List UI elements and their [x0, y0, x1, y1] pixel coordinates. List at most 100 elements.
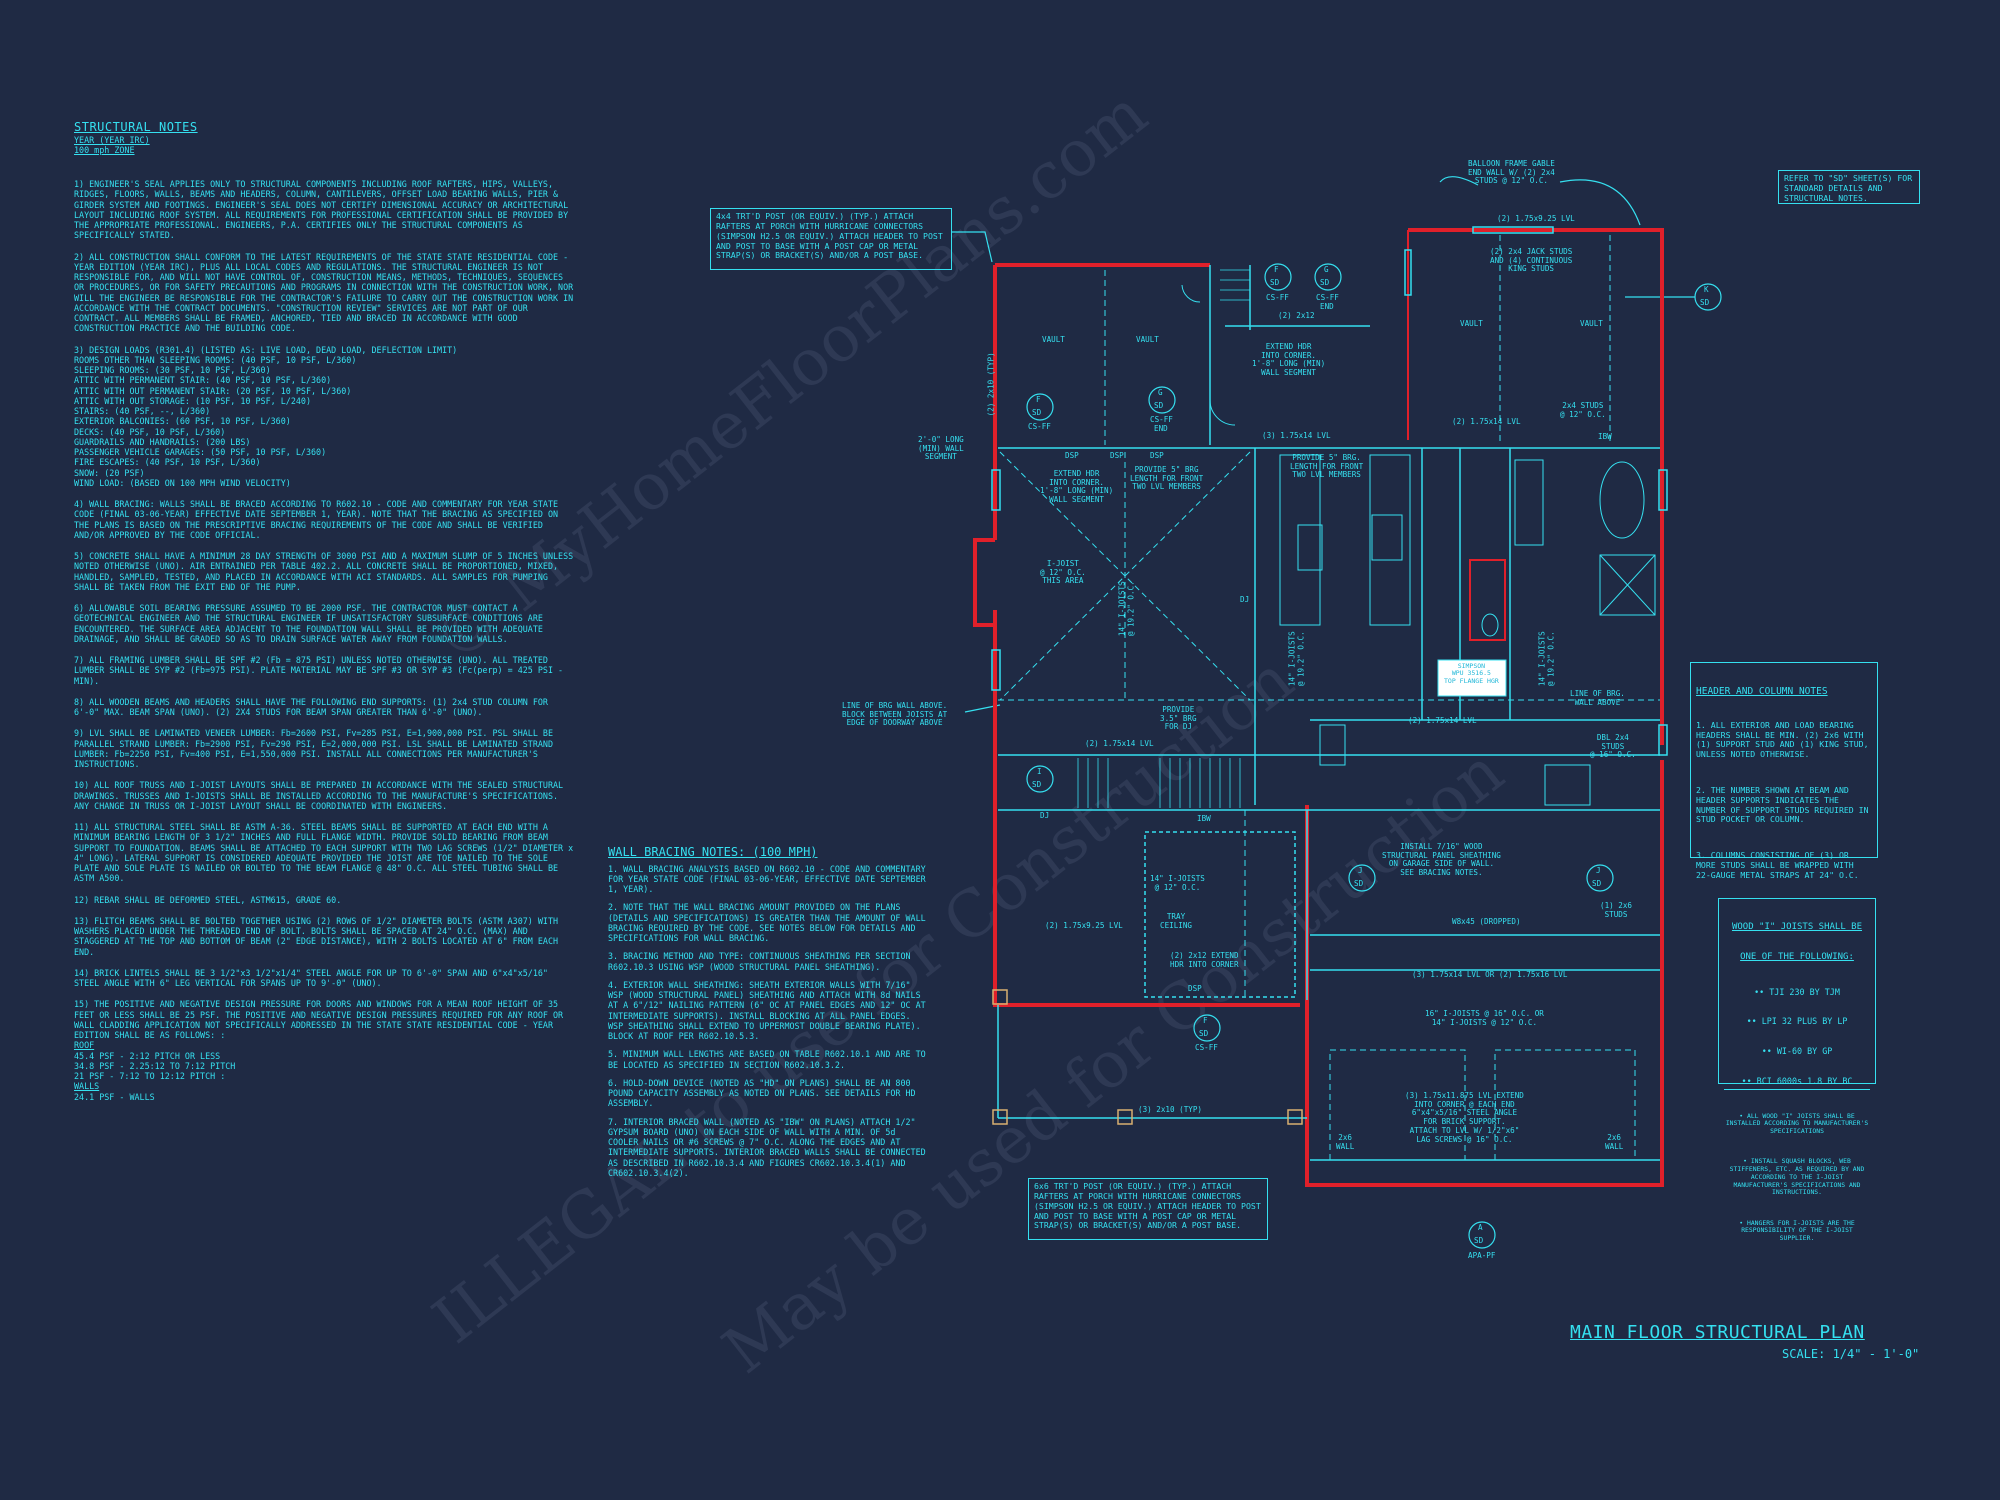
dj-label-2: DJ — [1240, 595, 1250, 604]
lvl-3-or-2-label: (3) 1.75x14 LVL OR (2) 1.75x16 LVL — [1412, 970, 1568, 979]
ijoist-option-3: •• WI-60 BY GP — [1761, 1046, 1833, 1057]
header-column-title: HEADER AND COLUMN NOTES — [1696, 685, 1828, 697]
tag-f-bottom-csff: CS-FF — [1195, 1043, 1218, 1052]
note-1: 1) ENGINEER'S SEAL APPLIES ONLY TO STRUC… — [74, 179, 574, 241]
ijoist-vert-label-3: 14" I-JOISTS @ 19.2" O.C. — [1537, 631, 1556, 687]
studs-2x6-label: (1) 2x6 STUDS — [1600, 901, 1633, 919]
studs-12-label: 2x4 STUDS @ 12" O.C. — [1560, 401, 1606, 419]
vault-label-4: VAULT — [1580, 319, 1603, 328]
tag-f-left-csff: CS-FF — [1028, 422, 1051, 431]
note-9: 9) LVL SHALL BE LAMINATED VENEER LUMBER:… — [74, 728, 559, 770]
kitchen-island — [1369, 454, 1411, 626]
w8x45-label: W8x45 (DROPPED) — [1452, 917, 1521, 926]
exterior-wall-right-upper — [1408, 228, 1664, 745]
door-swing-2 — [1181, 284, 1201, 303]
ijoists-12-label: 14" I-JOISTS @ 12" O.C. — [1150, 874, 1205, 892]
balloon-frame-label: BALLOON FRAME GABLE END WALL W/ (2) 2x4 … — [1468, 159, 1555, 186]
ijoist-option-4: •• BCI 6000s 1.8 BY BC — [1724, 1076, 1870, 1091]
ibw-label-1: IBW — [1598, 432, 1612, 441]
tag-g-mid — [1148, 386, 1176, 414]
drawing-scale: SCALE: 1/4" - 1'-0" — [1782, 1347, 1920, 1361]
door-swing-1 — [1209, 399, 1236, 426]
leader-porch-post — [952, 231, 993, 263]
vault-label-3: VAULT — [1460, 319, 1483, 328]
note-11: 11) ALL STRUCTURAL STEEL SHALL BE ASTM A… — [74, 822, 579, 884]
note-13: 13) FLITCH BEAMS SHALL BE BOLTED TOGETHE… — [74, 915, 564, 957]
tag-f-left-letter: F — [1036, 395, 1041, 404]
tag-g-mid-letter: G — [1158, 388, 1163, 397]
counter-left — [1279, 454, 1321, 626]
tag-g-mid-end: END — [1154, 424, 1168, 433]
lvl-925-lower-label: (2) 1.75x9.25 LVL — [1045, 921, 1123, 930]
fireplace-bump — [973, 538, 995, 627]
lvl-11875-label: (3) 1.75x11.875 LVL EXTEND INTO CORNER @… — [1405, 1091, 1524, 1144]
header-column-3: 3. COLUMNS CONSISTING OF (3) OR MORE STU… — [1696, 849, 1859, 880]
dsp-label-1: DSP — [1065, 451, 1079, 460]
lvl-925-label: (2) 1.75x9.25 LVL — [1497, 214, 1575, 223]
note-8: 8) ALL WOODEN BEAMS AND HEADERS SHALL HA… — [74, 696, 554, 718]
tag-f-bottom-letter: F — [1203, 1016, 1208, 1025]
porch-post-callout: 4x4 TRT'D POST (OR EQUIV.) (TYP.) ATTACH… — [710, 208, 952, 270]
structural-notes-title: STRUCTURAL NOTES — [74, 120, 198, 134]
sink-fixture — [1297, 524, 1323, 571]
dining-area — [1144, 831, 1296, 998]
tag-j-left — [1348, 864, 1376, 892]
ijoist-vert-label-2: 14" I-JOISTS @ 19.2" O.C. — [1287, 631, 1306, 687]
lvl-2-14-right-label: (2) 1.75x14 LVL — [1408, 716, 1477, 725]
tag-g-mid-sd: SD — [1154, 401, 1164, 410]
laundry-sink — [1319, 724, 1346, 766]
wall-bracing-6: 6. HOLD-DOWN DEVICE (NOTED AS "HD" ON PL… — [608, 1077, 921, 1109]
wall-2x6-right-label: 2x6 WALL — [1605, 1133, 1624, 1151]
stair-treads — [1077, 269, 1250, 808]
structural-notes-code-year: YEAR (YEAR IRC) — [74, 134, 150, 145]
post-typ-label: (3) 2x10 (TYP) — [1138, 1105, 1203, 1114]
extend-hdr-label-top: EXTEND HDR INTO CORNER. 1'-8" LONG (MIN)… — [1252, 342, 1326, 378]
ijoist-fine-2: • INSTALL SQUASH BLOCKS, WEB STIFFENERS,… — [1729, 1157, 1869, 1197]
wall-bracing-2: 2. NOTE THAT THE WALL BRACING AMOUNT PRO… — [608, 902, 931, 944]
tag-g-top-sd: SD — [1320, 278, 1330, 287]
note-6: 6) ALLOWABLE SOIL BEARING PRESSURE ASSUM… — [74, 603, 548, 644]
line-brg-label-right: LINE OF BRG. WALL ABOVE — [1570, 689, 1625, 707]
structural-notes: STRUCTURAL NOTES YEAR (YEAR IRC) 100 mph… — [74, 120, 574, 1102]
tag-k-sd: SD — [1700, 298, 1710, 307]
drawing-title: MAIN FLOOR STRUCTURAL PLAN — [1570, 1322, 1865, 1343]
tag-j-right-sd: SD — [1592, 879, 1602, 888]
tag-f-top — [1264, 263, 1292, 291]
tag-a — [1468, 1221, 1496, 1249]
simpson-highlight — [1437, 659, 1507, 697]
ijoist-area-label: I-JOIST @ 12" O.C. THIS AREA — [1040, 559, 1086, 586]
tag-g-top-end: END — [1320, 302, 1334, 311]
apa-label: APA-PF — [1468, 1251, 1496, 1260]
note-7: 7) ALL FRAMING LUMBER SHALL BE SPF #2 (F… — [74, 655, 569, 686]
porch-posts — [992, 989, 1303, 1125]
lvl-3-14-label: (3) 1.75x14 LVL — [1262, 431, 1331, 440]
2x10-typ-label: (2) 2x10 (TYP) — [986, 352, 996, 417]
ibw-label-2: IBW — [1197, 814, 1211, 823]
tag-f-top-csff: CS-FF — [1266, 293, 1289, 302]
tub-fixture — [1599, 461, 1645, 539]
vanity-1 — [1514, 459, 1544, 546]
tag-f-top-sd: SD — [1270, 278, 1280, 287]
tag-a-sd: SD — [1474, 1236, 1484, 1245]
note-12: 12) REBAR SHALL BE DEFORMED STEEL, ASTM6… — [74, 894, 342, 905]
dj-label-1: DJ — [1040, 811, 1050, 820]
shower-fixture — [1599, 554, 1656, 616]
ijoist-title-2: ONE OF THE FOLLOWING: — [1740, 952, 1854, 963]
extend-hdr-label-left: EXTEND HDR INTO CORNER. 1'-8" LONG (MIN)… — [1040, 469, 1114, 505]
dbl-studs-label: DBL 2x4 STUDS @ 16" O.C. — [1590, 733, 1636, 760]
extend-hdr-2x12-label: (2) 2x12 EXTEND HDR INTO CORNER — [1170, 951, 1239, 969]
garage-door-2 — [1494, 1049, 1636, 1161]
tag-g-top-csff: CS-FF — [1316, 293, 1339, 302]
tray-ceiling-label: TRAY CEILING — [1160, 912, 1193, 930]
tag-g-top-letter: G — [1324, 265, 1329, 274]
lvl-2-14-mid-label: (2) 1.75x14 LVL — [1085, 739, 1154, 748]
note-15-roof-heading: ROOF — [74, 1040, 95, 1051]
header-column-1: 1. ALL EXTERIOR AND LOAD BEARING HEADERS… — [1696, 719, 1874, 760]
joist-diag-2 — [999, 451, 1251, 701]
line-brg-label-left: LINE OF BRG WALL ABOVE. BLOCK BETWEEN JO… — [842, 701, 948, 728]
wall-2x6-left-label: 2x6 WALL — [1336, 1133, 1355, 1151]
tag-j-right-letter: J — [1596, 866, 1601, 875]
tag-i — [1026, 765, 1054, 793]
tag-i-letter: I — [1037, 767, 1042, 776]
